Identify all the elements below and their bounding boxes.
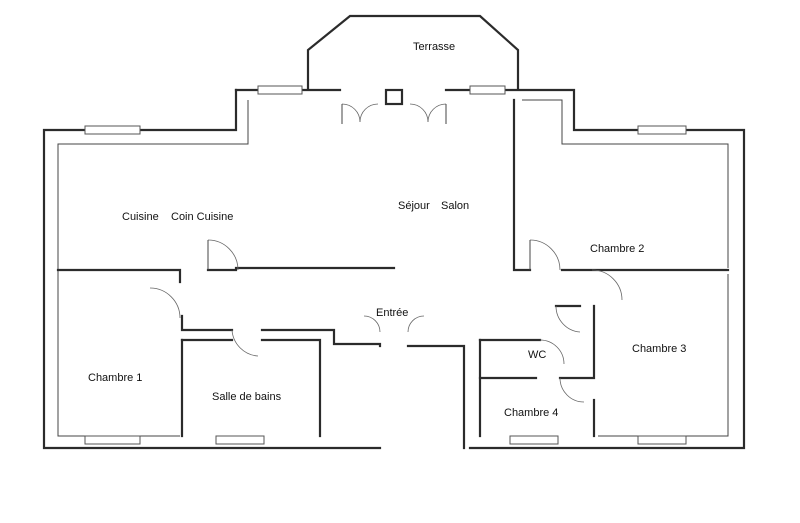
label-entree: Entrée — [376, 307, 408, 319]
room-labels: Terrasse Cuisine Coin Cuisine Séjour Sal… — [88, 41, 686, 419]
label-sejour: Séjour — [398, 200, 430, 212]
label-coin-cuisine: Coin Cuisine — [171, 211, 233, 223]
label-terrasse: Terrasse — [413, 41, 455, 53]
interior-walls — [56, 98, 730, 450]
label-chambre-1: Chambre 1 — [88, 372, 142, 384]
terrasse-outline — [306, 14, 520, 90]
terrace-doors — [341, 88, 447, 124]
label-salon: Salon — [441, 200, 469, 212]
label-cuisine: Cuisine — [122, 211, 159, 223]
label-salle-de-bains: Salle de bains — [212, 391, 282, 403]
label-wc: WC — [528, 349, 546, 361]
label-chambre-4: Chambre 4 — [504, 407, 558, 419]
windows — [84, 85, 687, 445]
label-chambre-3: Chambre 3 — [632, 343, 686, 355]
label-chambre-2: Chambre 2 — [590, 243, 644, 255]
door-swings — [149, 239, 623, 403]
